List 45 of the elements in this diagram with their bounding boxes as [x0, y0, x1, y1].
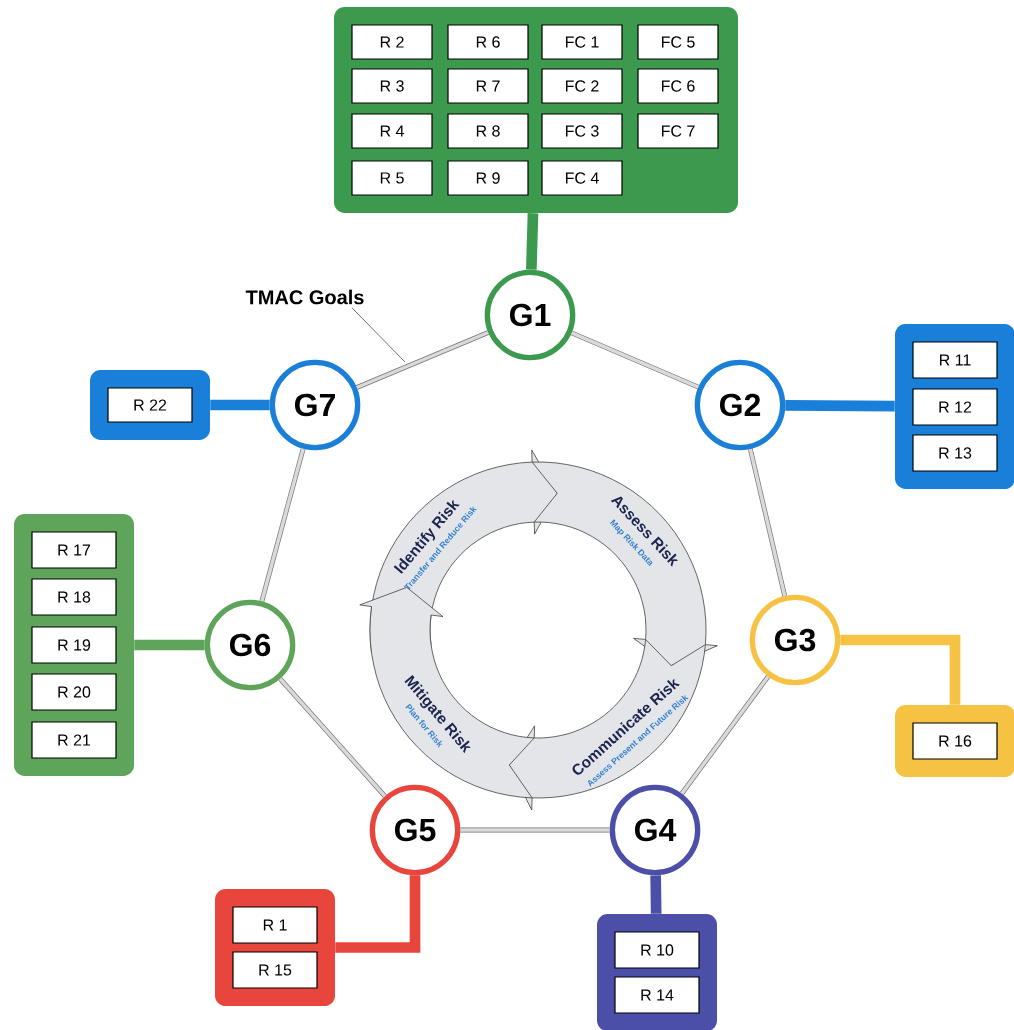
risk-box: R 11	[912, 341, 998, 379]
risk-box: R 22	[107, 387, 193, 423]
ring-segment	[748, 448, 787, 597]
risk-box: R 7	[447, 68, 529, 104]
risk-box: R 9	[447, 160, 529, 196]
risk-box: R 21	[31, 721, 117, 759]
risk-box: R 1	[232, 906, 318, 944]
risk-box: R 13	[912, 434, 998, 472]
risk-box: FC 6	[637, 68, 719, 104]
risk-box: FC 1	[541, 24, 623, 60]
risk-box: FC 3	[541, 113, 623, 149]
connector-bar	[526, 213, 539, 270]
risk-box: R 5	[351, 160, 433, 196]
risk-box: R 2	[351, 24, 433, 60]
risk-box: R 12	[912, 388, 998, 426]
leader-line	[351, 307, 406, 363]
ring-segment	[570, 330, 700, 390]
risk-box: R 15	[232, 951, 318, 989]
risk-box: R 16	[912, 722, 998, 760]
risk-box: R 14	[614, 976, 700, 1014]
risk-box: R 20	[31, 673, 117, 711]
risk-box: R 10	[614, 931, 700, 969]
risk-box: R 3	[351, 68, 433, 104]
risk-box: R 19	[31, 626, 117, 664]
connector-bar	[650, 875, 662, 914]
ring-segment	[460, 827, 610, 833]
connector-bar	[785, 400, 895, 412]
risk-box: R 8	[447, 113, 529, 149]
ring-segment	[278, 677, 387, 798]
connector-bar	[335, 875, 421, 953]
connector-bar	[134, 639, 205, 651]
risk-box: R 6	[447, 24, 529, 60]
ring-segment	[679, 675, 771, 795]
risk-box: FC 4	[541, 160, 623, 196]
risk-box: R 18	[31, 578, 117, 616]
risk-box: R 4	[351, 113, 433, 149]
risk-box: R 17	[31, 531, 117, 569]
ring-segment	[259, 448, 306, 602]
risk-box: FC 2	[541, 68, 623, 104]
ring-segment	[355, 330, 490, 390]
connector-bar	[840, 634, 961, 705]
diagram-title: TMAC Goals	[245, 289, 364, 305]
connector-bar	[210, 399, 270, 411]
risk-box: FC 7	[637, 113, 719, 149]
risk-box: FC 5	[637, 24, 719, 60]
